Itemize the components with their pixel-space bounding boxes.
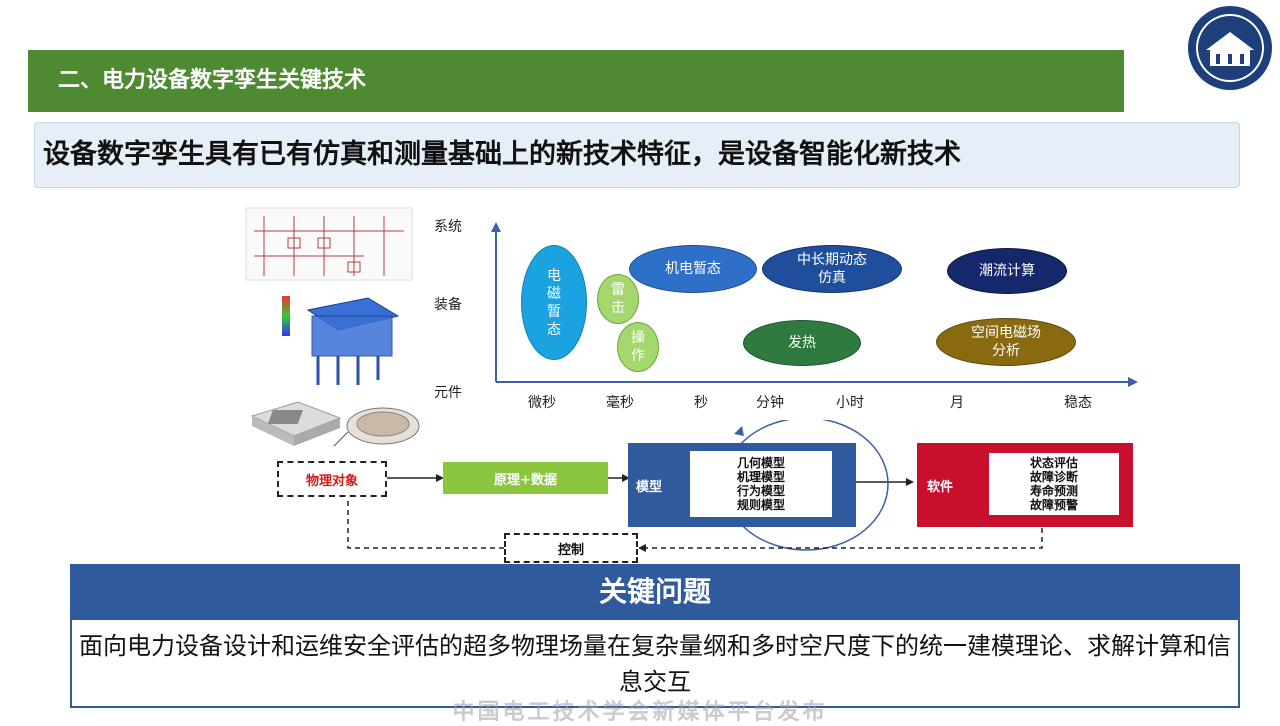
time-scale-chart: 系统 装备 元件 微秒 毫秒 秒 分钟 小时 月 稳态 xyxy=(430,210,1150,411)
software-box: 软件 状态评估 故障诊断 寿命预测 故障预警 xyxy=(917,443,1133,527)
bubble-spatial-em-field: 空间电磁场 分析 xyxy=(936,318,1076,366)
software-item-diagnosis: 故障诊断 xyxy=(1029,470,1078,484)
x-label-second: 秒 xyxy=(694,395,708,411)
bubble-lightning: 雷 击 xyxy=(597,274,639,324)
watermark: 中国电工技术学会新媒体平台发布 xyxy=(452,699,828,725)
transformer-model-image xyxy=(278,290,408,390)
bubble-power-flow: 潮流计算 xyxy=(947,248,1067,294)
key-issue-body: 面向电力设备设计和运维安全评估的超多物理场量在复杂量纲和多时空尺度下的统一建模理… xyxy=(70,620,1240,708)
x-label-millisecond: 毫秒 xyxy=(606,395,634,411)
bubble-operation: 操 作 xyxy=(617,322,659,372)
key-issue-title: 关键问题 xyxy=(70,564,1240,620)
software-label: 软件 xyxy=(927,480,954,495)
bubble-electromechanical-transient: 机电暂态 xyxy=(629,245,757,293)
model-box: 模型 几何模型 机理模型 行为模型 规则模型 xyxy=(628,443,856,527)
x-label-microsecond: 微秒 xyxy=(528,395,556,411)
y-label-equipment: 装备 xyxy=(434,297,462,313)
bubble-electromagnetic-transient: 电 磁 暂 态 xyxy=(521,245,587,360)
software-item-warning: 故障预警 xyxy=(1029,498,1078,512)
subtitle-banner: 设备数字孪生具有已有仿真和测量基础上的新技术特征，是设备智能化新技术 xyxy=(34,122,1240,188)
device-photos-image xyxy=(248,396,424,454)
model-item-mechanism: 机理模型 xyxy=(736,470,785,484)
model-item-behavior: 行为模型 xyxy=(736,484,785,498)
bubble-midlong-dynamic-simulation: 中长期动态 仿真 xyxy=(762,245,902,293)
software-items-list: 状态评估 故障诊断 寿命预测 故障预警 xyxy=(989,453,1119,515)
model-item-rule: 规则模型 xyxy=(736,498,785,512)
x-label-minute: 分钟 xyxy=(756,395,784,411)
model-item-geometry: 几何模型 xyxy=(736,456,785,470)
model-label: 模型 xyxy=(636,480,663,495)
circuit-diagram-image xyxy=(244,206,414,282)
x-label-month: 月 xyxy=(950,395,964,411)
y-label-component: 元件 xyxy=(434,385,462,401)
physical-object-box: 物理对象 xyxy=(277,461,387,497)
model-items-list: 几何模型 机理模型 行为模型 规则模型 xyxy=(690,451,832,517)
software-item-life: 寿命预测 xyxy=(1029,484,1078,498)
bubble-heating: 发热 xyxy=(743,320,861,366)
control-box: 控制 xyxy=(504,533,638,563)
principle-data-box: 原理+数据 xyxy=(443,462,608,494)
x-label-hour: 小时 xyxy=(836,395,864,411)
university-logo xyxy=(1186,4,1274,92)
section-header: 二、电力设备数字孪生关键技术 xyxy=(28,50,1124,112)
software-item-assessment: 状态评估 xyxy=(1029,456,1078,470)
x-label-steady: 稳态 xyxy=(1064,395,1092,411)
y-label-system: 系统 xyxy=(434,219,462,235)
